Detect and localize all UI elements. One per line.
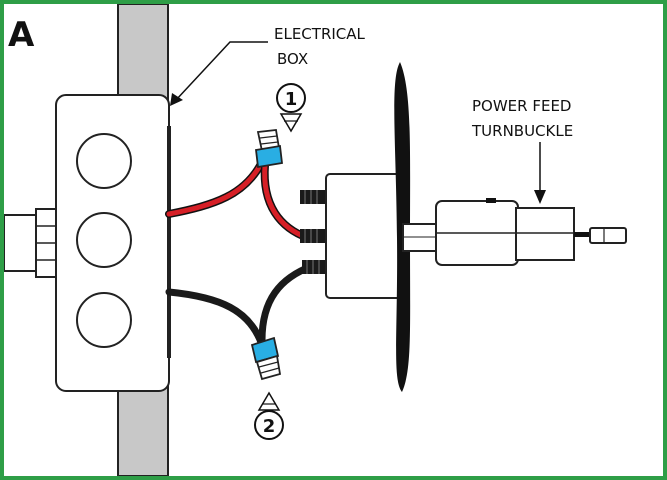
callout-2: 2 [254,391,284,440]
panel-letter: A [8,15,35,55]
knockout-bottom [76,292,132,348]
red-wire [165,158,312,242]
wire-nut-icon [255,129,283,169]
wire-nut-icon [250,336,282,381]
power-feed-arrow [534,142,546,204]
callout-1: 1 [276,83,306,133]
left-conduit [3,214,41,272]
black-wire [165,262,316,349]
panel-tab [4,4,48,50]
fixture-body [325,173,409,299]
label-box: BOX [277,50,308,68]
electrical-box-icon [55,94,171,392]
knockout-middle [76,212,132,268]
electrical-box-leader [170,41,268,106]
label-turnbuckle: TURNBUCKLE [471,122,573,140]
callout-2-number: 2 [263,416,276,437]
label-electrical: ELECTRICAL [274,25,366,43]
turnbuckle-icon [402,198,627,266]
label-power-feed: POWER FEED [472,97,572,115]
knockout-top [76,133,132,189]
callout-1-number: 1 [285,89,298,110]
terminal-screws [300,190,330,274]
